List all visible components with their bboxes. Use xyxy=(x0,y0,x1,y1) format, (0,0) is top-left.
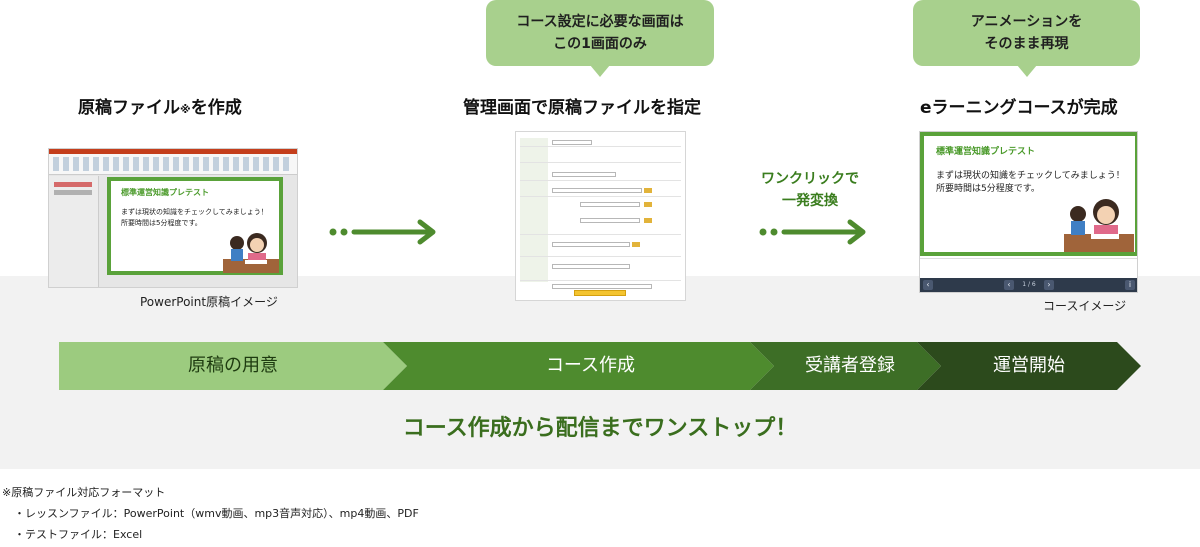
form-divider xyxy=(520,146,681,147)
stage-label-create-course: コース作成 xyxy=(545,355,636,376)
stage-label-operate: 運営開始 xyxy=(993,355,1065,376)
chevron-stage-1 xyxy=(59,342,407,390)
callout-line-2: この1画面のみ xyxy=(553,36,647,52)
prev-button: ‹ xyxy=(1004,280,1014,290)
form-divider xyxy=(520,180,681,181)
thumbnail xyxy=(54,190,92,195)
format-note-lesson: ・レッスンファイル：PowerPoint（wmv動画、mp3音声対応）、mp4動… xyxy=(14,507,419,520)
process-flow: 原稿の用意 コース作成 受講者登録 運営開始 xyxy=(59,342,1141,390)
arrow-right-icon xyxy=(759,219,866,245)
caption-powerpoint: PowerPoint原稿イメージ xyxy=(140,295,278,309)
note-line-2: 一発変換 xyxy=(782,193,838,209)
slide-preview: 標準運営知識プレテスト まずは現状の知識をチェックしてみましょう！ 所要時間は5… xyxy=(107,177,283,275)
browse-button xyxy=(644,188,652,193)
form-field xyxy=(580,218,640,223)
slide-body-line-2: 所要時間は5分程度です。 xyxy=(121,219,202,227)
slide-thumbnails xyxy=(49,176,99,287)
form-field xyxy=(580,202,640,207)
browse-button xyxy=(644,202,652,207)
form-divider xyxy=(520,196,681,197)
ribbon-tab-strip xyxy=(49,149,297,154)
format-note-title: ※原稿ファイル対応フォーマット xyxy=(2,486,166,499)
caption-course: コースイメージ xyxy=(1043,299,1127,313)
next-button: › xyxy=(1044,280,1054,290)
slide-body-line-1: まずは現状の知識をチェックしてみましょう！ xyxy=(936,171,1125,181)
callout-line-1: コース設定に必要な画面は xyxy=(516,14,684,30)
format-note-test: ・テストファイル：Excel xyxy=(14,528,143,541)
process-chevrons xyxy=(59,342,1141,390)
form-label-column xyxy=(520,138,548,282)
form-field xyxy=(552,264,630,269)
powerpoint-screenshot: 標準運営知識プレテスト まずは現状の知識をチェックしてみましょう！ 所要時間は5… xyxy=(48,148,298,288)
form-divider xyxy=(520,256,681,257)
footnote-mark: ※ xyxy=(180,103,191,116)
browse-button xyxy=(644,218,652,223)
chevron-stage-4 xyxy=(917,342,1141,390)
step-heading-create-file: 原稿ファイル※を作成 xyxy=(78,93,242,118)
stage-label-register: 受講者登録 xyxy=(805,355,895,376)
note-line-1: ワンクリックで xyxy=(761,171,859,187)
slide-title: 標準運営知識プレテスト xyxy=(121,188,209,197)
course-slide: 標準運営知識プレテスト まずは現状の知識をチェックしてみましょう！ 所要時間は5… xyxy=(920,132,1137,256)
player-controls: ‹ ‹ 1 / 6 › i xyxy=(920,278,1137,292)
student-illustration xyxy=(1064,199,1134,252)
chevron-stage-3 xyxy=(750,342,941,390)
step-heading-course-done: eラーニングコースが完成 xyxy=(920,98,1118,118)
slide-body-line-1: まずは現状の知識をチェックしてみましょう！ xyxy=(121,208,268,216)
slide-body: まずは現状の知識をチェックしてみましょう！ 所要時間は5分程度です。 xyxy=(121,207,268,229)
form-field xyxy=(552,284,652,289)
course-screenshot: 標準運営知識プレテスト まずは現状の知識をチェックしてみましょう！ 所要時間は5… xyxy=(919,131,1138,293)
ribbon-tools xyxy=(53,157,293,171)
thumbnail-selected xyxy=(54,182,92,187)
chevron-stage-2 xyxy=(383,342,774,390)
callout-bubble-animation: アニメーションを そのまま再現 xyxy=(913,0,1140,77)
slide-body-line-2: 所要時間は5分程度です。 xyxy=(936,184,1040,194)
ribbon-toolbar xyxy=(49,149,297,175)
student-illustration xyxy=(223,233,279,273)
callout-bubble-admin: コース設定に必要な画面は この1画面のみ xyxy=(486,0,714,77)
step-heading-admin: 管理画面で原稿ファイルを指定 xyxy=(463,98,701,118)
form-divider xyxy=(520,162,681,163)
slide-title: 標準運営知識プレテスト xyxy=(936,147,1036,157)
page-indicator: 1 / 6 xyxy=(1022,281,1036,288)
form-field xyxy=(552,140,592,145)
one-click-note: ワンクリックで 一発変換 xyxy=(745,168,875,212)
message-bar xyxy=(920,258,1137,278)
slide-body: まずは現状の知識をチェックしてみましょう！ 所要時間は5分程度です。 xyxy=(936,170,1125,196)
browse-button xyxy=(632,242,640,247)
tagline: コース作成から配信までワンストップ！ xyxy=(402,416,798,441)
stage-label-prepare: 原稿の用意 xyxy=(188,355,278,376)
admin-screen-screenshot xyxy=(515,131,686,301)
form-field xyxy=(552,242,630,247)
form-field xyxy=(552,172,616,177)
heading-text-tail: を作成 xyxy=(190,98,242,118)
submit-button xyxy=(574,290,626,296)
heading-text: 原稿ファイル xyxy=(78,98,180,118)
menu-icon: ‹ xyxy=(923,280,933,290)
form-field xyxy=(552,188,642,193)
callout-line-1: アニメーションを xyxy=(970,14,1083,30)
callout-line-2: そのまま再現 xyxy=(984,36,1069,52)
arrow-right-icon xyxy=(329,219,436,245)
form-divider xyxy=(520,280,681,281)
info-icon: i xyxy=(1125,280,1135,290)
form-divider xyxy=(520,234,681,235)
